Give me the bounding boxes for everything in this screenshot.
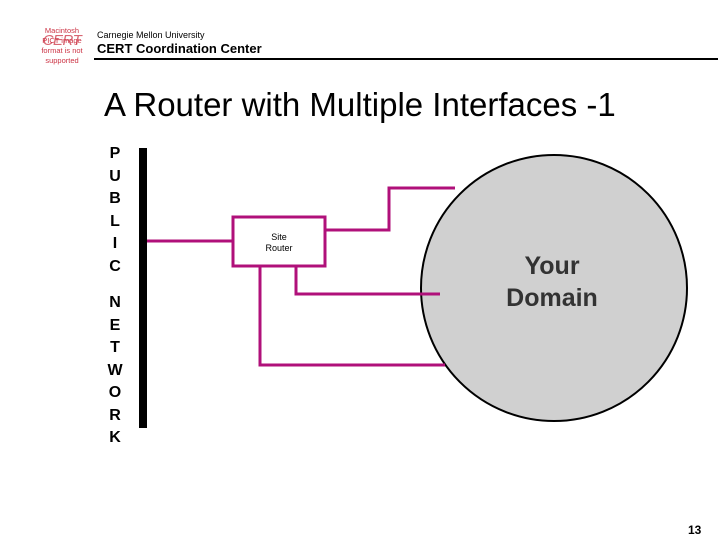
- logo-note-line: is not supported: [45, 46, 83, 65]
- slide-title: A Router with Multiple Interfaces -1: [104, 86, 616, 123]
- network-label: N E T W O R K: [103, 292, 127, 450]
- logo-placeholder-note: Macintosh PICT image format is not suppo…: [36, 26, 88, 66]
- public-letter: I: [112, 235, 118, 252]
- router-label-line: Router: [265, 243, 293, 253]
- interface-link-bottom: [258, 266, 445, 367]
- domain-label-line: Domain: [506, 284, 598, 312]
- your-domain-label: Your Domain: [488, 250, 616, 314]
- network-letter: W: [107, 361, 123, 379]
- header-divider: [94, 58, 718, 60]
- network-letter: K: [109, 429, 121, 446]
- public-letter: B: [109, 190, 121, 207]
- domain-label-line: Your: [524, 252, 580, 280]
- public-letter: C: [109, 257, 121, 275]
- public-letter: L: [110, 212, 120, 230]
- logo-note-line: Macintosh PICT: [42, 26, 80, 45]
- site-router-box: [231, 215, 327, 268]
- logo-text: CERT: [42, 32, 82, 49]
- center-name: CERT Coordination Center: [97, 41, 262, 56]
- network-letter: N: [109, 294, 121, 311]
- network-letter: O: [108, 384, 122, 401]
- cert-logo: Macintosh PICT image format is not suppo…: [36, 26, 88, 65]
- public-letter: P: [109, 145, 121, 162]
- network-letter: E: [109, 316, 121, 334]
- router-label-line: Site: [271, 232, 287, 242]
- public-label: P U B L I C: [103, 143, 127, 278]
- page-number: 13: [688, 523, 702, 537]
- public-letter: U: [109, 167, 121, 185]
- public-network-bar: [139, 148, 147, 428]
- site-router-label: Site Router: [233, 232, 325, 254]
- interface-link-top: [326, 186, 455, 232]
- logo-note-line: image format: [41, 36, 82, 55]
- network-letter: R: [109, 406, 121, 424]
- network-letter: T: [110, 339, 120, 356]
- university-name: Carnegie Mellon University: [97, 30, 205, 40]
- interface-link-middle: [294, 266, 440, 296]
- your-domain-area: [420, 154, 688, 422]
